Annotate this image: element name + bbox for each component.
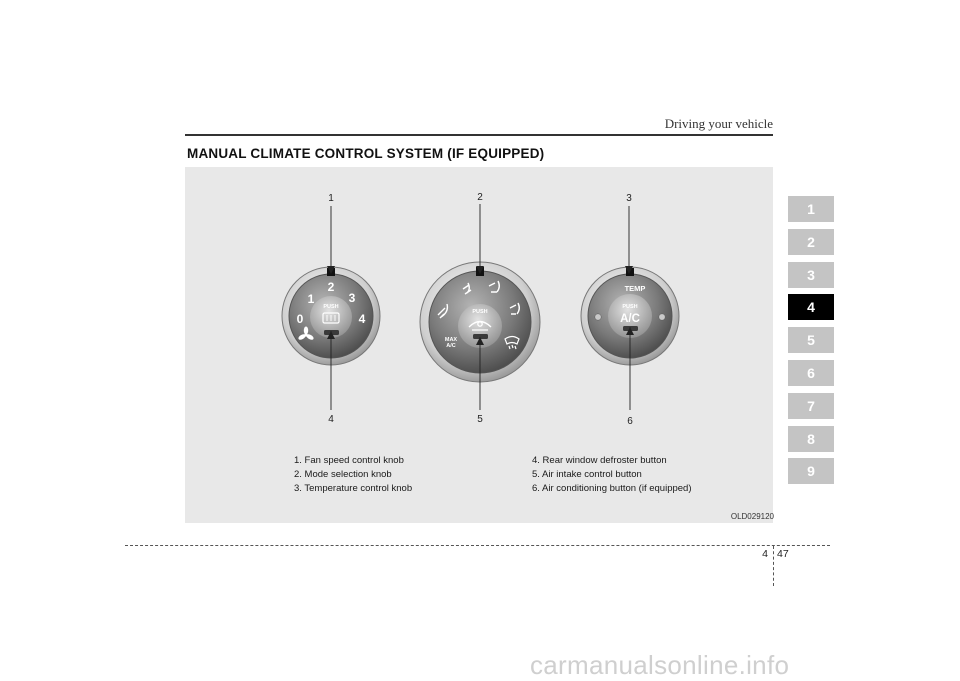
climate-control-diagram: 0 1 2 3 4 PUSH: [281, 192, 680, 427]
chapter-tab-1[interactable]: 1: [788, 196, 834, 222]
section-title: MANUAL CLIMATE CONTROL SYSTEM (IF EQUIPP…: [187, 146, 545, 161]
fan-speed-2: 2: [328, 280, 335, 294]
air-recirculation-icon: [468, 320, 492, 331]
chapter-tab-6[interactable]: 6: [788, 359, 834, 386]
temp-label: TEMP: [625, 284, 646, 293]
chapter-tab-4[interactable]: 4: [788, 294, 834, 321]
watermark: carmanualsonline.info: [530, 650, 790, 680]
callout-leaders: [330, 204, 631, 410]
face-vent-icon: [462, 282, 472, 295]
temperature-knob[interactable]: TEMP PUSH A/C: [580, 266, 680, 366]
legend-item-2: 2. Mode selection knob: [294, 469, 392, 480]
callout-arrowheads: [327, 266, 634, 345]
legend-item-5: 5. Air intake control button: [532, 469, 642, 480]
fan-speed-1: 1: [308, 292, 315, 306]
fan-icon: [298, 326, 314, 340]
chapter-tab-5[interactable]: 5: [788, 327, 834, 354]
legend-item-3: 3. Temperature control knob: [294, 483, 413, 494]
callout-6: 6: [627, 416, 633, 427]
fan-speed-4: 4: [359, 312, 366, 326]
chapter-tab-3[interactable]: 3: [788, 261, 834, 288]
footer-divider: [773, 546, 774, 586]
defrost-icon: [504, 335, 520, 350]
page-number: 47: [777, 548, 789, 560]
fan-speed-3: 3: [349, 291, 356, 305]
running-head: Driving your vehicle: [664, 116, 773, 131]
max-ac-label-line2: A/C: [446, 343, 456, 349]
fan-speed-0: 0: [297, 312, 304, 326]
callout-2: 2: [477, 192, 483, 203]
chapter-tab-7[interactable]: 7: [788, 392, 834, 419]
chapter-tabs: 1 2 3 4 5 6 7 8 9: [788, 196, 834, 491]
knob3-push-label: PUSH: [622, 304, 637, 310]
legend-item-4: 4. Rear window defroster button: [532, 455, 667, 466]
fan-speed-knob[interactable]: 0 1 2 3 4 PUSH: [281, 266, 381, 366]
knob2-push-label: PUSH: [472, 309, 487, 315]
knob1-push-label: PUSH: [323, 304, 338, 310]
chapter-tab-8[interactable]: 8: [788, 425, 834, 452]
bi-level-icon: [488, 280, 500, 293]
max-ac-label-line1: MAX: [445, 337, 458, 343]
legend-item-6: 6. Air conditioning button (if equipped): [532, 483, 692, 494]
callout-1: 1: [328, 193, 334, 204]
chapter-tab-9[interactable]: 9: [788, 458, 834, 485]
chapter-tab-2[interactable]: 2: [788, 228, 834, 255]
callout-4: 4: [328, 414, 334, 425]
callout-5: 5: [477, 414, 483, 425]
rear-defroster-icon: [322, 312, 340, 324]
header-rule: [185, 134, 773, 136]
ac-label: A/C: [620, 313, 640, 325]
mode-selection-knob[interactable]: MAX A/C PUSH: [419, 261, 541, 383]
legend-item-1: 1. Fan speed control knob: [294, 455, 404, 466]
page-chapter-number: 4: [762, 548, 768, 560]
figure-code: OLD029120: [730, 512, 774, 521]
footer-rule: [125, 545, 830, 546]
floor-icon: [437, 303, 449, 319]
figure-panel: 0 1 2 3 4 PUSH: [185, 167, 773, 523]
air-intake-button[interactable]: [473, 334, 488, 339]
floor-defrost-icon: [509, 302, 520, 315]
callout-3: 3: [626, 193, 632, 204]
